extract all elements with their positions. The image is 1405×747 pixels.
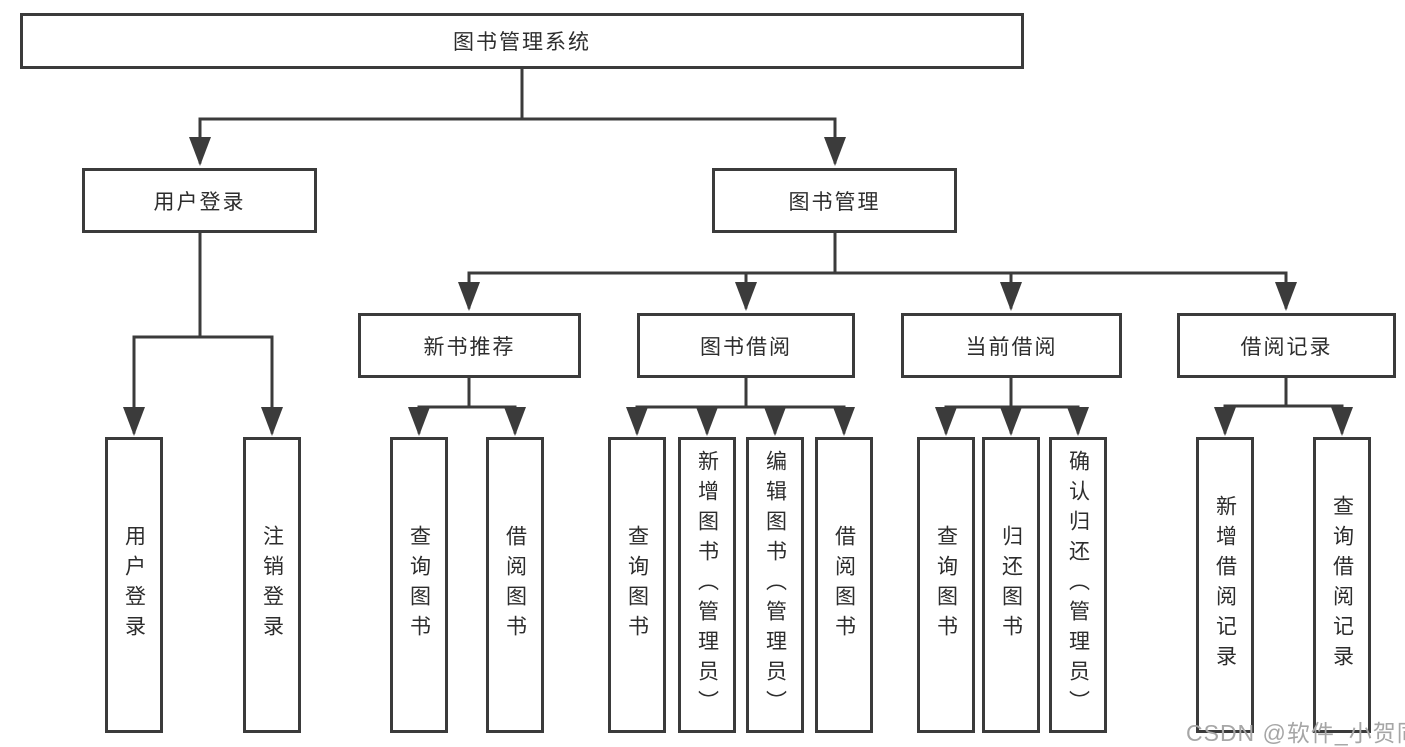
leaf-edit-books-admin: 编辑图书（管理员） [746,437,804,733]
node-root-system: 图书管理系统 [20,13,1024,69]
leaf-current-query-books: 查询图书 [917,437,975,733]
leaf-confirm-return-admin: 确认归还（管理员） [1049,437,1107,733]
leaf-add-borrow-record: 新增借阅记录 [1196,437,1254,733]
leaf-borrow-books: 借阅图书 [815,437,873,733]
leaf-recommend-borrow-books: 借阅图书 [486,437,544,733]
leaf-return-books: 归还图书 [982,437,1040,733]
leaf-borrow-query-books: 查询图书 [608,437,666,733]
leaf-logout: 注销登录 [243,437,301,733]
node-new-book-recommend: 新书推荐 [358,313,581,378]
arrowhead-icons [123,137,1353,436]
node-book-borrow: 图书借阅 [637,313,855,378]
node-current-borrow: 当前借阅 [901,313,1122,378]
leaf-add-books-admin: 新增图书（管理员） [678,437,736,733]
node-user-login: 用户登录 [82,168,317,233]
leaf-user-login: 用户登录 [105,437,163,733]
watermark: CSDN @软件_小贺同学 [1186,720,1405,746]
node-borrow-records: 借阅记录 [1177,313,1396,378]
leaf-query-borrow-record: 查询借阅记录 [1313,437,1371,733]
node-book-management: 图书管理 [712,168,957,233]
leaf-recommend-query-books: 查询图书 [390,437,448,733]
